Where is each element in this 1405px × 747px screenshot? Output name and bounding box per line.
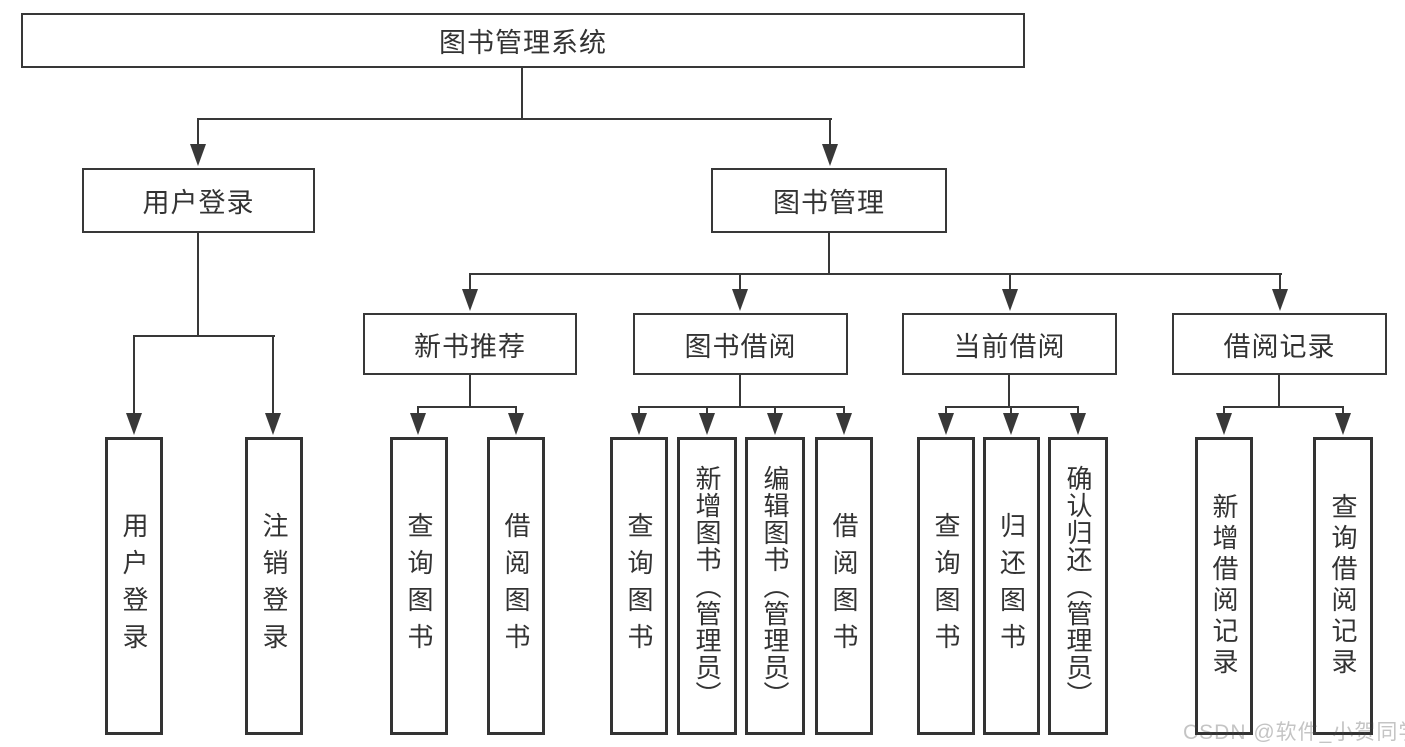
- arrowhead-book-management: [822, 144, 838, 166]
- connector-user-login-bar: [133, 335, 275, 337]
- node-user-login-label: 用户登录: [142, 188, 255, 218]
- node-current-borrow: 当前借阅: [902, 313, 1117, 375]
- connector-drop-g4c2: [1010, 406, 1012, 415]
- node-leaf-add-book-admin-label: 新增图书（管理员）: [692, 464, 722, 708]
- node-new-book-recommend-label: 新书推荐: [414, 331, 526, 362]
- connector-level2-bar: [197, 118, 832, 120]
- connector-drop-g3c2: [706, 406, 708, 415]
- connector-drop-g4c1: [945, 406, 947, 415]
- node-new-book-recommend: 新书推荐: [363, 313, 577, 375]
- connector-user-login-stub: [197, 233, 199, 335]
- arrowhead-book-borrow: [732, 289, 748, 311]
- node-root-label: 图书管理系统: [439, 28, 607, 58]
- connector-current-borrow-stub: [1008, 375, 1010, 406]
- connector-drop-leaf-user-login: [133, 335, 135, 415]
- node-leaf-query-books-borrow: 查询图书: [610, 437, 668, 735]
- connector-drop-user-login: [197, 118, 199, 146]
- connector-drop-new-book: [469, 273, 471, 291]
- arrowhead-new-book: [462, 289, 478, 311]
- node-book-management-label: 图书管理: [773, 188, 885, 218]
- node-leaf-logout-label: 注销登录: [259, 512, 289, 660]
- arrowhead-user-login: [190, 144, 206, 166]
- node-borrow-records: 借阅记录: [1172, 313, 1387, 375]
- connector-drop-g3c4: [843, 406, 845, 415]
- node-leaf-query-borrow-record-label: 查询借阅记录: [1328, 493, 1358, 679]
- node-leaf-borrow-books-label: 借阅图书: [829, 512, 859, 660]
- node-leaf-query-books-current: 查询图书: [917, 437, 975, 735]
- node-leaf-borrow-books: 借阅图书: [815, 437, 873, 735]
- connector-drop-g4c3: [1077, 406, 1079, 415]
- node-leaf-confirm-return-admin: 确认归还（管理员）: [1048, 437, 1108, 735]
- node-leaf-add-book-admin: 新增图书（管理员）: [677, 437, 737, 735]
- node-leaf-edit-book-admin-label: 编辑图书（管理员）: [760, 464, 790, 708]
- node-leaf-return-books: 归还图书: [983, 437, 1040, 735]
- connector-drop-g2c2: [515, 406, 517, 415]
- node-leaf-edit-book-admin: 编辑图书（管理员）: [745, 437, 805, 735]
- arrowhead-g4c3: [1070, 413, 1086, 435]
- connector-drop-book-borrow: [739, 273, 741, 291]
- arrowhead-g2c2: [508, 413, 524, 435]
- connector-root-stub: [521, 68, 523, 118]
- node-leaf-query-books-recommend-label: 查询图书: [404, 512, 434, 660]
- connector-new-book-stub: [469, 375, 471, 406]
- node-leaf-borrow-books-recommend-label: 借阅图书: [501, 512, 531, 660]
- connector-current-borrow-bar: [945, 406, 1079, 408]
- arrowhead-g5c2: [1335, 413, 1351, 435]
- connector-drop-borrow-records: [1279, 273, 1281, 291]
- connector-drop-leaf-logout: [272, 335, 274, 415]
- connector-drop-book-management: [829, 118, 831, 146]
- arrowhead-leaf-logout: [265, 413, 281, 435]
- node-leaf-confirm-return-admin-label: 确认归还（管理员）: [1063, 464, 1093, 708]
- arrowhead-g4c2: [1003, 413, 1019, 435]
- node-root: 图书管理系统: [21, 13, 1025, 68]
- connector-new-book-bar: [417, 406, 517, 408]
- arrowhead-g3c2: [699, 413, 715, 435]
- connector-drop-g5c2: [1342, 406, 1344, 415]
- arrowhead-g3c1: [631, 413, 647, 435]
- node-leaf-user-login: 用户登录: [105, 437, 163, 735]
- node-leaf-user-login-label: 用户登录: [119, 512, 149, 660]
- arrowhead-g5c1: [1216, 413, 1232, 435]
- watermark: CSDN @软件_小贺同学: [1183, 721, 1405, 744]
- node-borrow-records-label: 借阅记录: [1223, 331, 1336, 362]
- node-current-borrow-label: 当前借阅: [953, 331, 1066, 362]
- node-leaf-return-books-label: 归还图书: [996, 512, 1027, 660]
- node-leaf-add-borrow-record-label: 新增借阅记录: [1209, 493, 1239, 679]
- arrowhead-current-borrow: [1002, 289, 1018, 311]
- connector-borrow-records-bar: [1223, 406, 1344, 408]
- connector-borrow-records-stub: [1278, 375, 1280, 406]
- arrowhead-g2c1: [410, 413, 426, 435]
- arrowhead-g3c3: [767, 413, 783, 435]
- arrowhead-borrow-records: [1272, 289, 1288, 311]
- node-leaf-borrow-books-recommend: 借阅图书: [487, 437, 545, 735]
- node-book-management: 图书管理: [711, 168, 947, 233]
- node-leaf-query-books-borrow-label: 查询图书: [624, 512, 654, 660]
- connector-drop-g3c3: [774, 406, 776, 415]
- node-leaf-query-books-current-label: 查询图书: [931, 512, 961, 660]
- connector-drop-g2c1: [417, 406, 419, 415]
- connector-drop-g3c1: [638, 406, 640, 415]
- arrowhead-leaf-user-login: [126, 413, 142, 435]
- connector-book-borrow-bar: [638, 406, 845, 408]
- arrowhead-g3c4: [836, 413, 852, 435]
- connector-level3-bar: [469, 273, 1282, 275]
- node-leaf-logout: 注销登录: [245, 437, 303, 735]
- arrowhead-g4c1: [938, 413, 954, 435]
- connector-book-management-stub: [828, 233, 830, 273]
- node-book-borrow-label: 图书借阅: [684, 331, 797, 362]
- node-book-borrow: 图书借阅: [633, 313, 848, 375]
- node-leaf-add-borrow-record: 新增借阅记录: [1195, 437, 1253, 735]
- connector-drop-current-borrow: [1009, 273, 1011, 291]
- node-user-login: 用户登录: [82, 168, 315, 233]
- connector-drop-g5c1: [1223, 406, 1225, 415]
- node-leaf-query-books-recommend: 查询图书: [390, 437, 448, 735]
- node-leaf-query-borrow-record: 查询借阅记录: [1313, 437, 1373, 735]
- connector-book-borrow-stub: [739, 375, 741, 406]
